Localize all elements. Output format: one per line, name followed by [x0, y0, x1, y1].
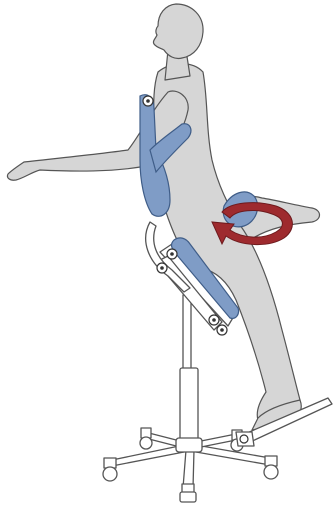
caster-left — [103, 458, 117, 481]
caster-front — [180, 484, 196, 502]
base-leg-front — [183, 450, 194, 488]
gas-cylinder — [180, 368, 198, 440]
chair-column — [183, 295, 191, 370]
footrest-pivot — [240, 435, 248, 443]
base-hub — [176, 438, 202, 452]
caster-back-left — [140, 428, 152, 449]
caster-right — [264, 456, 278, 479]
human-figure — [7, 4, 319, 430]
head — [153, 4, 203, 59]
